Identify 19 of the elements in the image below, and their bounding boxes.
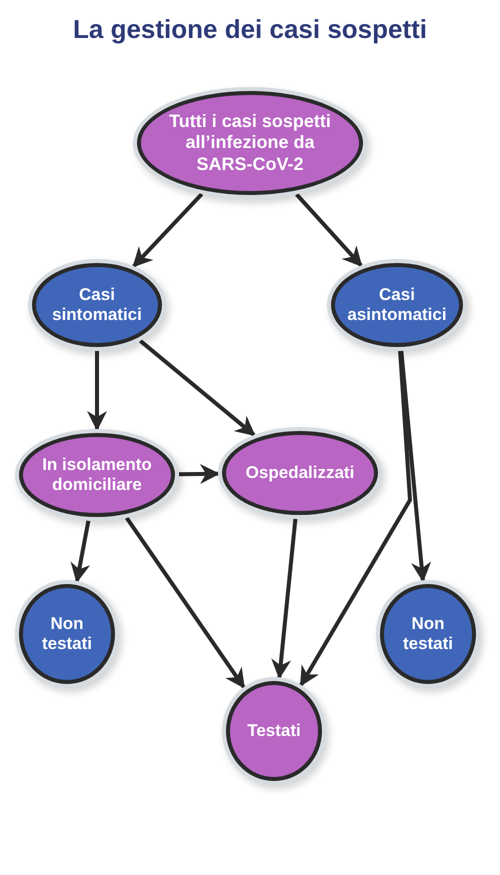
node-label: Non testati	[402, 614, 454, 654]
arrow	[271, 518, 298, 680]
arrow	[295, 193, 363, 267]
node-label: Testati	[246, 720, 302, 742]
arrow	[70, 520, 90, 583]
arrow	[132, 192, 204, 268]
arrow	[87, 351, 107, 431]
node-label: In isolamento domiciliare	[41, 454, 153, 496]
arrow	[299, 350, 412, 687]
arrow	[399, 350, 432, 582]
arrow	[139, 339, 256, 436]
node-label: Tutti i casi sospetti all’infezione da SARS-CoV-2	[168, 110, 332, 176]
diagram-title: La gestione dei casi sospetti	[72, 14, 428, 45]
node-label: Casi asintomatici	[346, 284, 448, 326]
arrow	[178, 464, 220, 484]
node-label: Casi sintomatici	[51, 284, 143, 326]
node-label: Ospedalizzati	[244, 462, 356, 484]
node-label: Non testati	[40, 614, 94, 654]
arrow	[125, 516, 246, 689]
